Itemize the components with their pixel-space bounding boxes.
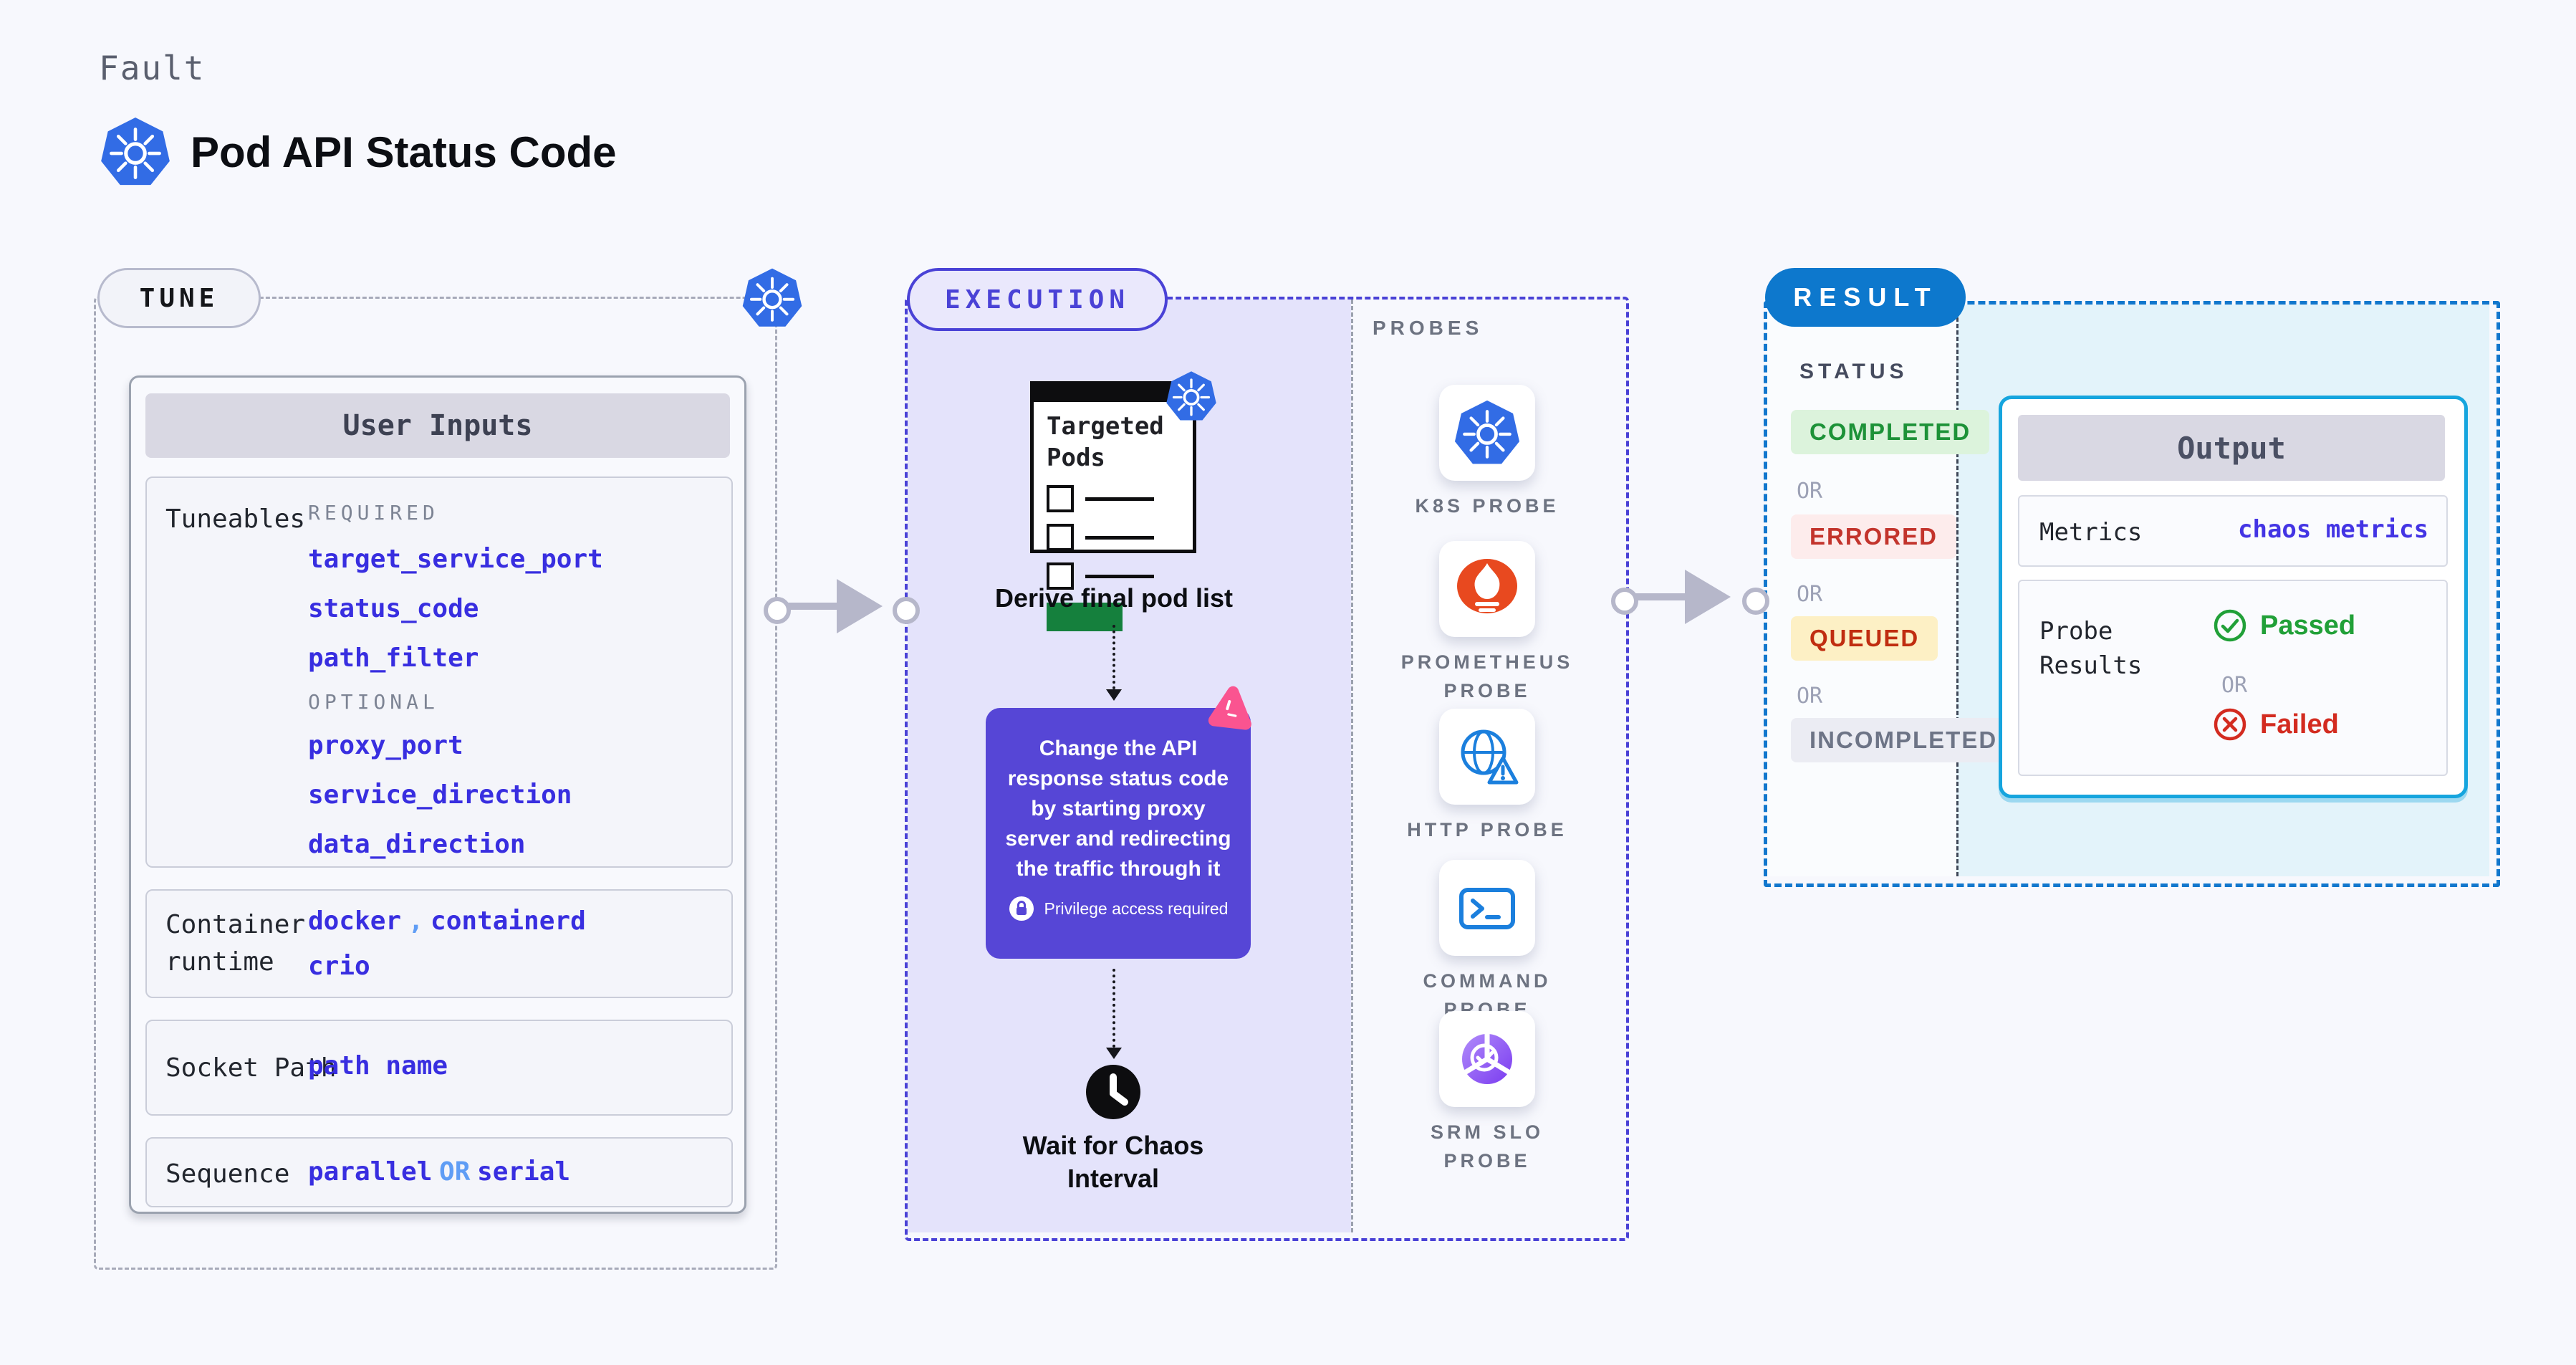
- output-box: Output Metrics chaos metrics Probe Resul…: [1999, 396, 2468, 798]
- probe-item-command: [1439, 860, 1535, 956]
- connector-line: [1112, 969, 1115, 1048]
- pod-checklist-item: [1047, 524, 1180, 551]
- runtime-value: crio: [308, 952, 370, 981]
- runtime-value: containerd: [431, 906, 586, 936]
- probe-item-srm-slo: [1439, 1011, 1535, 1107]
- connector-line: [1112, 625, 1115, 689]
- slo-donut-check-icon: [1439, 1011, 1535, 1107]
- connector-arrowhead: [1106, 689, 1122, 701]
- sequence-row: Sequence parallel OR serial: [145, 1137, 733, 1207]
- failed-x-icon: [2214, 708, 2246, 741]
- pod-checklist-item: [1047, 485, 1180, 512]
- or-separator: OR: [2221, 673, 2248, 698]
- tuneable-optional-value: proxy_port: [308, 731, 463, 760]
- required-label: REQUIRED: [308, 501, 439, 525]
- socket-path-value: path name: [308, 1051, 448, 1081]
- targeted-pods-title: Targeted Pods: [1047, 412, 1164, 472]
- metrics-value: chaos metrics: [2238, 515, 2429, 544]
- socket-path-label: Socket Path: [165, 1053, 337, 1083]
- tune-section-frame: [94, 297, 777, 1270]
- pod-progress-bar: [1047, 603, 1123, 631]
- execution-badge: EXECUTION: [907, 268, 1168, 331]
- sequence-value: parallel: [308, 1157, 433, 1187]
- tuneable-required-value: path_filter: [308, 643, 479, 673]
- pod-checklist-item: [1047, 562, 1180, 590]
- probe-label: HTTP PROBE: [1407, 819, 1567, 840]
- probe-results-row: Probe Results Passed OR Failed: [2018, 580, 2448, 776]
- failed-label: Failed: [2260, 709, 2339, 739]
- probe-label: SRM SLO PROBE: [1430, 1121, 1544, 1172]
- passed-label: Passed: [2260, 610, 2356, 641]
- status-output-divider: [1956, 305, 1959, 876]
- user-inputs-card: User Inputs Tuneables REQUIRED target_se…: [129, 375, 746, 1214]
- tune-badge: TUNE: [97, 268, 261, 328]
- probe-item-k8s: [1439, 385, 1535, 481]
- kubernetes-icon: [1165, 368, 1218, 424]
- targeted-pods-document: Targeted Pods: [1030, 381, 1196, 631]
- probe-item-http: [1439, 709, 1535, 805]
- lock-icon: [1009, 896, 1034, 921]
- or-separator: OR: [1797, 582, 1823, 607]
- fault-action-box: Change the API response status code by s…: [986, 708, 1251, 959]
- connector-arrowhead: [1106, 1048, 1122, 1059]
- probe-item-prometheus: [1439, 541, 1535, 637]
- fault-eyebrow: Fault: [99, 49, 206, 87]
- or-separator: OR: [1797, 684, 1823, 709]
- privilege-label: Privilege access required: [1044, 899, 1229, 918]
- kubernetes-icon: [741, 265, 804, 331]
- status-badge-queued: QUEUED: [1791, 616, 1938, 661]
- document-titlebar: [1034, 385, 1193, 402]
- tuneables-row: Tuneables REQUIRED target_service_port s…: [145, 476, 733, 868]
- socket-path-row: Socket Path path name: [145, 1020, 733, 1116]
- optional-label: OPTIONAL: [308, 690, 439, 714]
- status-column-fill: [1767, 305, 1956, 876]
- runtime-separator: ,: [408, 906, 424, 936]
- prometheus-icon: [1439, 541, 1535, 637]
- tuneables-label: Tuneables: [165, 504, 306, 534]
- status-label: STATUS: [1799, 360, 1908, 383]
- status-badge-incompleted: INCOMPLETED: [1791, 718, 2017, 762]
- probe-label: PROMETHEUS PROBE: [1400, 651, 1574, 701]
- tuneable-required-value: status_code: [308, 594, 479, 623]
- probe-label: K8S PROBE: [1415, 495, 1559, 517]
- wait-chaos-interval-label: Wait for Chaos Interval: [1022, 1131, 1204, 1193]
- tuneable-optional-value: service_direction: [308, 780, 572, 810]
- metrics-label: Metrics: [2039, 518, 2143, 547]
- chaos-pink-icon: [1208, 686, 1251, 730]
- sequence-label: Sequence: [165, 1159, 290, 1189]
- metrics-row: Metrics chaos metrics: [2018, 495, 2448, 567]
- passed-check-icon: [2214, 609, 2246, 642]
- kubernetes-icon: [99, 113, 172, 191]
- derive-pod-list-label: Derive final pod list: [994, 583, 1234, 613]
- output-title: Output: [2018, 415, 2445, 481]
- or-separator: OR: [1797, 479, 1823, 504]
- page-title: Pod API Status Code: [191, 128, 617, 176]
- runtime-value: docker: [308, 906, 402, 936]
- http-globe-warning-icon: [1439, 709, 1535, 805]
- clock-icon: [1086, 1065, 1140, 1119]
- user-inputs-title: User Inputs: [145, 393, 730, 458]
- result-badge: RESULT: [1765, 268, 1966, 327]
- status-badge-errored: ERRORED: [1791, 514, 1957, 559]
- terminal-icon: [1439, 860, 1535, 956]
- container-runtime-label: Container runtime: [165, 910, 306, 977]
- probe-results-label: Probe Results: [2039, 617, 2143, 680]
- kubernetes-icon: [1439, 385, 1535, 481]
- fault-action-text: Change the API response status code by s…: [1005, 737, 1231, 881]
- probes-label: PROBES: [1373, 317, 1484, 339]
- tuneable-required-value: target_service_port: [308, 545, 603, 574]
- sequence-or: OR: [439, 1157, 471, 1187]
- execution-probes-divider: [1351, 300, 1353, 1232]
- tuneable-optional-value: data_direction: [308, 830, 526, 859]
- sequence-value: serial: [477, 1157, 571, 1187]
- status-badge-completed: COMPLETED: [1791, 410, 1990, 454]
- execution-section-frame: [905, 297, 1629, 1241]
- privilege-row: Privilege access required: [986, 896, 1251, 921]
- container-runtime-row: Container runtime docker , containerd cr…: [145, 889, 733, 998]
